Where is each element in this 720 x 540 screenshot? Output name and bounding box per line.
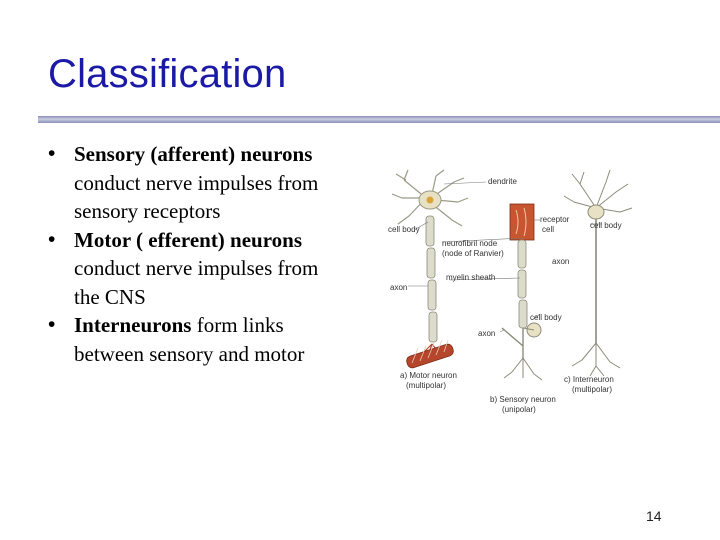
label-axon: axon: [478, 329, 495, 338]
label-axon: axon: [390, 283, 407, 292]
label-neurofibril-node: neurofibril node: [442, 239, 498, 248]
bullet-text: conduct nerve impulses from sensory rece…: [74, 170, 319, 224]
label-dendrite: dendrite: [488, 177, 517, 186]
label-sensory-unipolar: (unipolar): [502, 405, 536, 414]
label-interneuron: c) Interneuron: [564, 375, 614, 384]
bullet-interneurons: • Interneurons form links between sensor…: [48, 311, 338, 368]
bullet-dot: •: [48, 313, 56, 336]
label-inter-multipolar: (multipolar): [572, 385, 612, 394]
neuron-types-figure: dendrite cell body receptor cell cell bo…: [388, 169, 633, 414]
label-cell-body: cell body: [388, 225, 420, 234]
bullet-list: • Sensory (afferent) neurons conduct ner…: [48, 140, 338, 368]
label-cell-body: cell body: [530, 313, 562, 322]
label-receptor-cell: cell: [542, 225, 554, 234]
slide-title: Classification: [48, 52, 287, 96]
sensory-neuron-illustration: [501, 203, 543, 381]
label-sensory-neuron: b) Sensory neuron: [490, 395, 556, 404]
bullet-dot: •: [48, 227, 56, 251]
bullet-bold: Sensory (afferent) neurons: [74, 142, 313, 166]
title-divider: [38, 116, 720, 123]
interneuron-illustration: [563, 169, 633, 377]
page-number: 14: [646, 508, 662, 524]
bullet-motor: • Motor ( efferent) neurons conduct nerv…: [48, 226, 338, 312]
motor-neuron-illustration: [391, 169, 469, 369]
bullet-dot: •: [48, 142, 56, 165]
label-receptor: receptor: [540, 215, 570, 224]
label-motor-multipolar: (multipolar): [406, 381, 446, 390]
label-motor-neuron: a) Motor neuron: [400, 371, 457, 380]
bullet-text: conduct nerve impulses from the CNS: [74, 256, 319, 309]
bullet-bold: Interneurons: [74, 313, 192, 337]
label-axon: axon: [552, 257, 569, 266]
label-myelin-sheath: myelin sheath: [446, 273, 495, 282]
bullet-bold: Motor ( efferent) neurons: [74, 227, 303, 252]
bullet-text: form links between sensory and motor: [74, 313, 305, 366]
label-cell-body: cell body: [590, 221, 622, 230]
bullet-sensory: • Sensory (afferent) neurons conduct ner…: [48, 140, 338, 226]
figure-labels: dendrite cell body receptor cell cell bo…: [388, 177, 622, 414]
label-node-of-ranvier: (node of Ranvier): [442, 249, 504, 258]
